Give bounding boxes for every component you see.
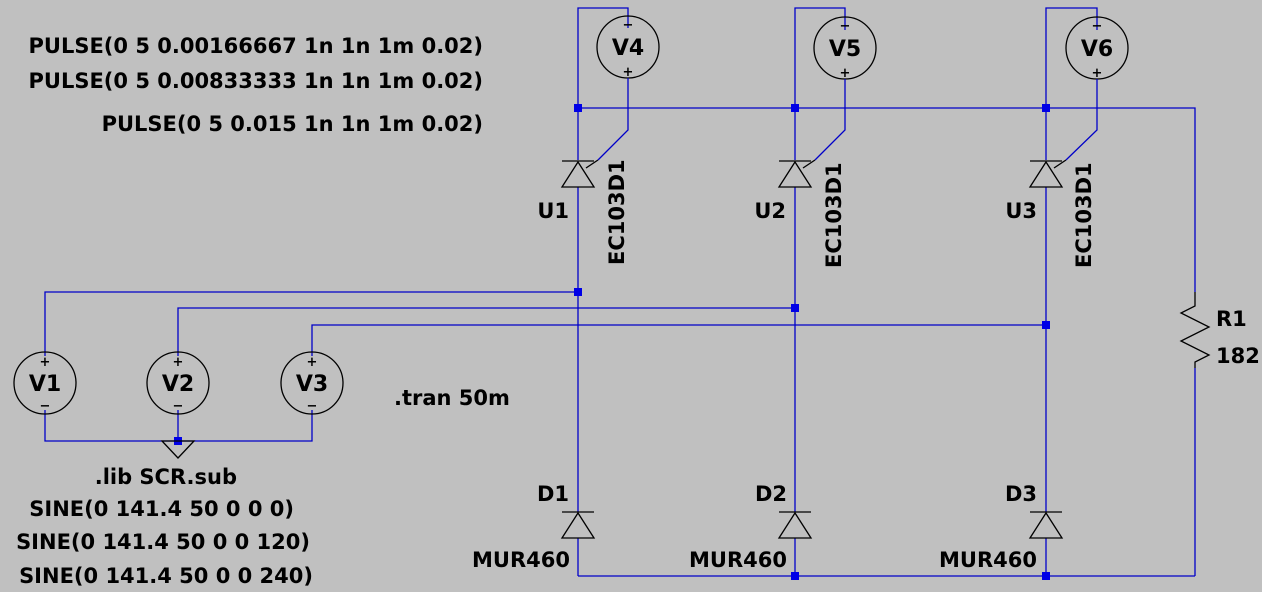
voltage-source-icon: [13, 351, 77, 415]
diode-d2-name: D2: [755, 482, 787, 506]
scr-u1-name: U1: [537, 199, 569, 223]
wire-v4-gate: [597, 78, 629, 161]
source-v4-label: V4: [612, 36, 644, 61]
source-plus-sign: +: [173, 355, 184, 370]
diode-d1-model: MUR460: [472, 548, 570, 572]
diode-d1-name: D1: [537, 482, 569, 506]
source-v1[interactable]: + − V1: [13, 351, 77, 415]
tran-directive[interactable]: .tran 50m: [394, 386, 510, 410]
wire-v5-return: [794, 7, 846, 108]
voltage-source-icon: [146, 351, 210, 415]
source-minus-sign: −: [40, 399, 51, 414]
diode-d3-name: D3: [1005, 482, 1037, 506]
source-v3-label: V3: [296, 372, 328, 397]
source-minus-sign: −: [840, 19, 851, 34]
source-v2[interactable]: + − V2: [146, 351, 210, 415]
scr-gate-lead: [1053, 159, 1067, 169]
scr-gate-lead: [585, 159, 599, 169]
junction-dot: [1042, 104, 1050, 112]
scr-icon: [777, 160, 813, 188]
source-plus-sign: +: [840, 66, 851, 81]
resistor-r1-value[interactable]: 182: [1216, 344, 1260, 368]
wire-v4-return: [577, 7, 629, 108]
scr-u2-model: EC103D1: [822, 162, 846, 268]
wire-v6-return: [1045, 7, 1098, 108]
diode-d2-model: MUR460: [689, 548, 787, 572]
source-plus-sign: +: [307, 355, 318, 370]
source-v2-value[interactable]: SINE(0 141.4 50 0 0 120): [16, 530, 310, 554]
scr-u3-name: U3: [1005, 199, 1037, 223]
junction-dot: [1042, 572, 1050, 580]
resistor-r1-name: R1: [1216, 307, 1247, 331]
resistor-r1[interactable]: [1179, 292, 1211, 368]
scr-gate-lead: [802, 159, 816, 169]
junction-dot: [791, 304, 799, 312]
scr-icon: [1028, 160, 1064, 188]
source-minus-sign: −: [173, 399, 184, 414]
wire-v2-phase: [177, 307, 795, 356]
source-plus-sign: +: [623, 65, 634, 80]
wire-v3-phase: [311, 324, 1046, 356]
source-minus-sign: −: [1092, 19, 1103, 34]
scr-u1-model: EC103D1: [605, 159, 629, 265]
source-v5[interactable]: − + V5: [813, 16, 877, 161]
scr-u2-name: U2: [754, 199, 786, 223]
wire-cathode-rail: [578, 107, 1196, 292]
source-v6-value[interactable]: PULSE(0 5 0.015 1n 1n 1m 0.02): [102, 112, 483, 136]
scr-icon: [560, 160, 596, 188]
junction-dot: [574, 288, 582, 296]
resistor-icon: [1179, 292, 1211, 368]
junction-dot: [791, 572, 799, 580]
voltage-source-icon: [280, 351, 344, 415]
lib-directive[interactable]: .lib SCR.sub: [95, 465, 237, 489]
diode-d2[interactable]: [777, 511, 813, 539]
source-v5-label: V5: [829, 37, 861, 62]
scr-u2[interactable]: [777, 159, 816, 188]
source-v4[interactable]: − + V4: [596, 15, 660, 161]
ground-icon: [160, 440, 196, 459]
scr-u3-model: EC103D1: [1072, 162, 1096, 268]
diode-d3[interactable]: [1028, 511, 1064, 539]
source-v5-value[interactable]: PULSE(0 5 0.00833333 1n 1n 1m 0.02): [29, 69, 484, 93]
junction-dot: [1042, 321, 1050, 329]
source-v6[interactable]: − + V6: [1065, 16, 1129, 161]
source-v1-label: V1: [29, 372, 61, 397]
junction-dot: [791, 104, 799, 112]
source-plus-sign: +: [40, 355, 51, 370]
source-v4-value[interactable]: PULSE(0 5 0.00166667 1n 1n 1m 0.02): [29, 34, 484, 58]
wire-v1-phase: [44, 291, 578, 356]
wire-v6-gate: [1065, 79, 1098, 161]
diode-d1[interactable]: [560, 511, 596, 539]
source-v1-value[interactable]: SINE(0 141.4 50 0 0 0): [29, 497, 294, 521]
diode-d3-model: MUR460: [939, 548, 1037, 572]
wires: [44, 7, 1196, 577]
wire-v5-gate: [814, 79, 846, 161]
source-minus-sign: −: [307, 399, 318, 414]
source-v3[interactable]: + − V3: [280, 351, 344, 415]
diode-icon: [560, 511, 596, 539]
scr-u3[interactable]: [1028, 159, 1067, 188]
diode-icon: [777, 511, 813, 539]
source-v6-label: V6: [1081, 37, 1113, 62]
scr-u1[interactable]: [560, 159, 599, 188]
source-v3-value[interactable]: SINE(0 141.4 50 0 0 240): [19, 564, 313, 588]
source-minus-sign: −: [623, 18, 634, 33]
source-plus-sign: +: [1092, 66, 1103, 81]
source-v2-label: V2: [162, 372, 194, 397]
diode-icon: [1028, 511, 1064, 539]
junction-dot: [574, 104, 582, 112]
